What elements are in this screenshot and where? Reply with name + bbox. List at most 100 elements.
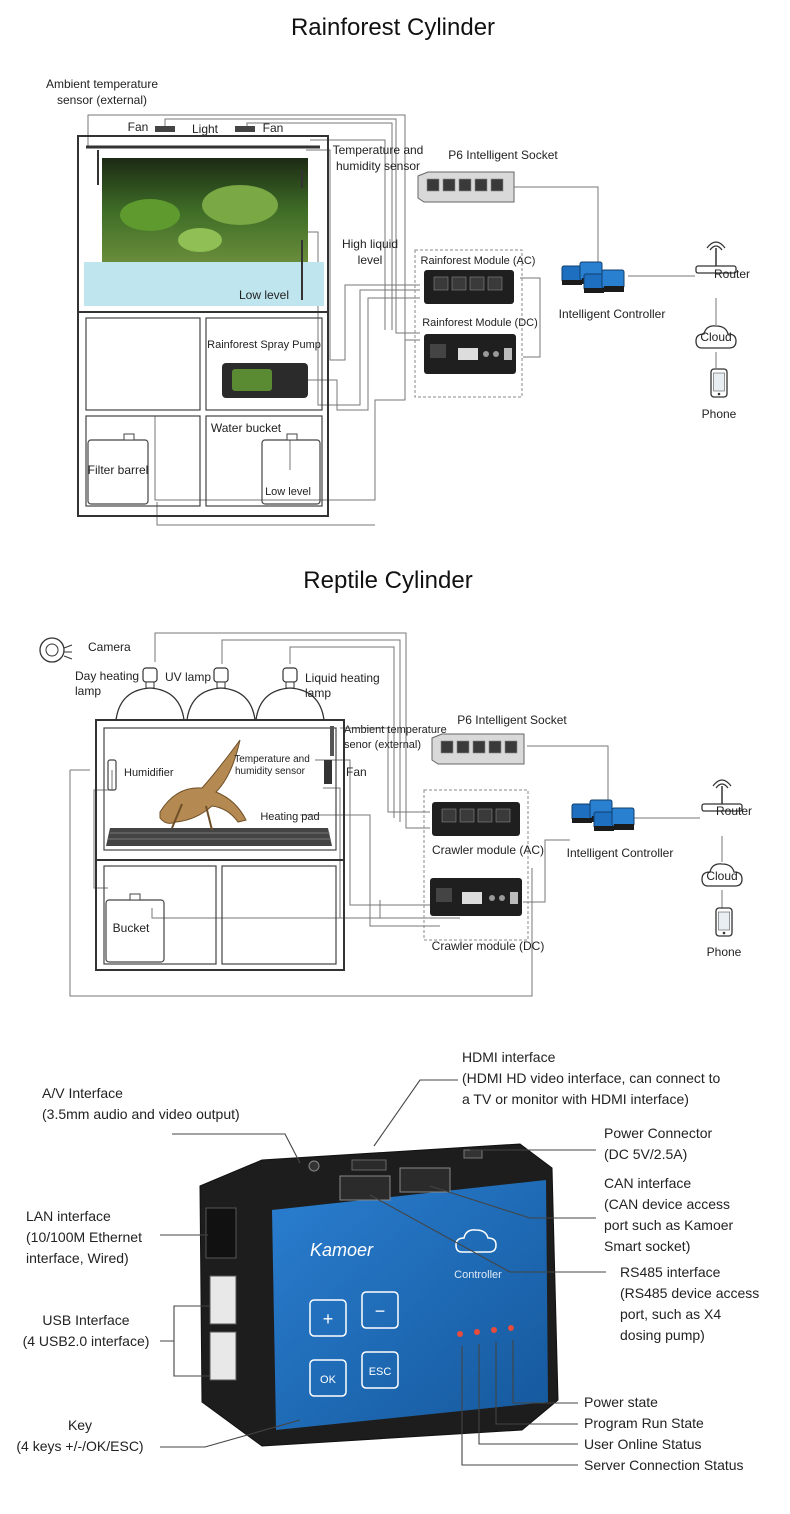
key-esc[interactable]: ESC xyxy=(361,1351,399,1389)
av-port[interactable] xyxy=(308,1160,320,1172)
ambient-sensor-reptile-label-2: senor (external) xyxy=(344,739,421,751)
key-plus[interactable]: + xyxy=(309,1299,347,1337)
svg-text:port, such as X4: port, such as X4 xyxy=(620,1306,721,1322)
status-leds xyxy=(457,1325,514,1337)
th-sensor-label-2: humidity sensor xyxy=(336,159,420,173)
lan-callout: LAN interface (10/100M Ethernet interfac… xyxy=(26,1208,142,1266)
reptile-controller xyxy=(571,799,635,832)
status-callouts: Power state Program Run State User Onlin… xyxy=(584,1394,744,1473)
crawler-module-group xyxy=(423,789,529,941)
router-label: Router xyxy=(714,267,750,281)
reptile-controller-label: Intelligent Controller xyxy=(567,846,674,860)
svg-text:dosing pump): dosing pump) xyxy=(620,1327,705,1343)
svg-text:Key: Key xyxy=(68,1417,92,1433)
svg-text:a TV or monitor with HDMI inte: a TV or monitor with HDMI interface) xyxy=(462,1091,689,1107)
phone-icon xyxy=(710,368,728,398)
usb-port-2[interactable] xyxy=(209,1331,237,1381)
p6-socket-reptile-label: P6 Intelligent Socket xyxy=(457,713,567,727)
fan-right-label: Fan xyxy=(263,121,284,135)
user-online-status-label: User Online Status xyxy=(584,1436,702,1452)
crawler-ac-label: Crawler module (AC) xyxy=(432,843,544,857)
high-level-label: High liquid xyxy=(342,237,398,251)
usb-port-1[interactable] xyxy=(209,1275,237,1325)
phone-label: Phone xyxy=(702,407,737,421)
brand-logo: Kamoer xyxy=(310,1240,374,1260)
svg-text:port such as Kamoer: port such as Kamoer xyxy=(604,1217,734,1233)
module-dc-label: Rainforest Module (DC) xyxy=(422,317,538,329)
rainforest-module-group xyxy=(414,249,523,398)
svg-text:(RS485 device access: (RS485 device access xyxy=(620,1285,759,1301)
th-sensor-label: Temperature and xyxy=(333,143,424,157)
lan-port[interactable] xyxy=(205,1207,237,1259)
svg-text:ESC: ESC xyxy=(369,1366,392,1378)
rs485-callout: RS485 interface (RS485 device access por… xyxy=(620,1264,759,1343)
svg-text:(10/100M Ethernet: (10/100M Ethernet xyxy=(26,1229,142,1245)
reptile-cloud-label: Cloud xyxy=(706,869,737,883)
bucket-low-level-label: Low level xyxy=(265,486,311,498)
rainforest-wiring xyxy=(87,114,717,526)
ambient-sensor-label-2: sensor (external) xyxy=(57,93,147,107)
light-label: Light xyxy=(192,122,219,136)
reptile-phone-icon xyxy=(715,907,733,937)
rainforest-module-ac xyxy=(424,270,514,304)
server-connection-status-label: Server Connection Status xyxy=(584,1457,744,1473)
filter-barrel xyxy=(87,439,149,505)
svg-text:OK: OK xyxy=(320,1374,337,1386)
water-bucket-label: Water bucket xyxy=(211,421,282,435)
heating-pad-label: Heating pad xyxy=(260,811,319,823)
camera-icon xyxy=(39,637,73,663)
reptile-router-label: Router xyxy=(716,804,752,818)
day-lamp-label-2: lamp xyxy=(75,684,101,698)
ambient-sensor-label: Ambient temperature xyxy=(46,77,158,91)
lizard-image xyxy=(159,739,247,831)
power-port[interactable] xyxy=(463,1149,483,1159)
rainforest-controller xyxy=(561,261,625,294)
rainforest-title: Rainforest Cylinder xyxy=(291,14,495,41)
key-minus[interactable]: − xyxy=(361,1291,399,1329)
svg-text:HDMI interface: HDMI interface xyxy=(462,1049,556,1065)
usb-callout: USB Interface (4 USB2.0 interface) xyxy=(23,1312,150,1349)
humidifier-label: Humidifier xyxy=(124,767,174,779)
rj45-port-rs485[interactable] xyxy=(399,1167,451,1193)
svg-text:(3.5mm audio and video output): (3.5mm audio and video output) xyxy=(42,1106,240,1122)
reptile-phone-label: Phone xyxy=(707,945,742,959)
svg-text:Smart socket): Smart socket) xyxy=(604,1238,690,1254)
rj45-port-can[interactable] xyxy=(339,1175,391,1201)
svg-text:CAN interface: CAN interface xyxy=(604,1175,691,1191)
can-callout: CAN interface (CAN device access port su… xyxy=(604,1175,734,1254)
reptile-wiring xyxy=(69,632,723,997)
svg-text:+: + xyxy=(323,1309,334,1329)
svg-text:−: − xyxy=(375,1301,386,1321)
device-label: Controller xyxy=(454,1269,502,1281)
cloud-logo-icon xyxy=(455,1229,497,1253)
power-callout: Power Connector (DC 5V/2.5A) xyxy=(604,1125,713,1162)
key-ok[interactable]: OK xyxy=(309,1359,347,1397)
power-state-label: Power state xyxy=(584,1394,658,1410)
liquid-lamp-label-2: lamp xyxy=(305,686,331,700)
reptile-title: Reptile Cylinder xyxy=(303,567,472,594)
spray-pump-label: Rainforest Spray Pump xyxy=(207,339,321,351)
cloud-label: Cloud xyxy=(700,330,731,344)
rainforest-cabinet xyxy=(77,135,329,517)
svg-text:(DC 5V/2.5A): (DC 5V/2.5A) xyxy=(604,1146,687,1162)
program-run-state-label: Program Run State xyxy=(584,1415,704,1431)
svg-text:(4 keys +/-/OK/ESC): (4 keys +/-/OK/ESC) xyxy=(16,1438,143,1454)
module-ac-label: Rainforest Module (AC) xyxy=(421,255,536,267)
svg-text:interface, Wired): interface, Wired) xyxy=(26,1250,129,1266)
rainforest-water xyxy=(84,262,324,306)
key-callout: Key (4 keys +/-/OK/ESC) xyxy=(16,1417,143,1454)
p6-socket-reptile xyxy=(431,733,525,765)
svg-text:LAN interface: LAN interface xyxy=(26,1208,111,1224)
controller-device xyxy=(199,1143,559,1447)
svg-text:Power Connector: Power Connector xyxy=(604,1125,713,1141)
uv-lamp-label: UV lamp xyxy=(165,670,211,684)
hdmi-port[interactable] xyxy=(351,1159,387,1171)
fan-left-label: Fan xyxy=(128,120,149,134)
th-sensor-label-reptile: Temperature and xyxy=(234,754,310,765)
th-sensor-label-reptile-2: humidity sensor xyxy=(235,766,306,777)
crawler-dc-label: Crawler module (DC) xyxy=(432,939,545,953)
ambient-sensor-reptile-label: Ambient temperature xyxy=(344,724,447,736)
rainforest-module-dc xyxy=(424,334,516,374)
day-lamp-label: Day heating xyxy=(75,669,139,683)
